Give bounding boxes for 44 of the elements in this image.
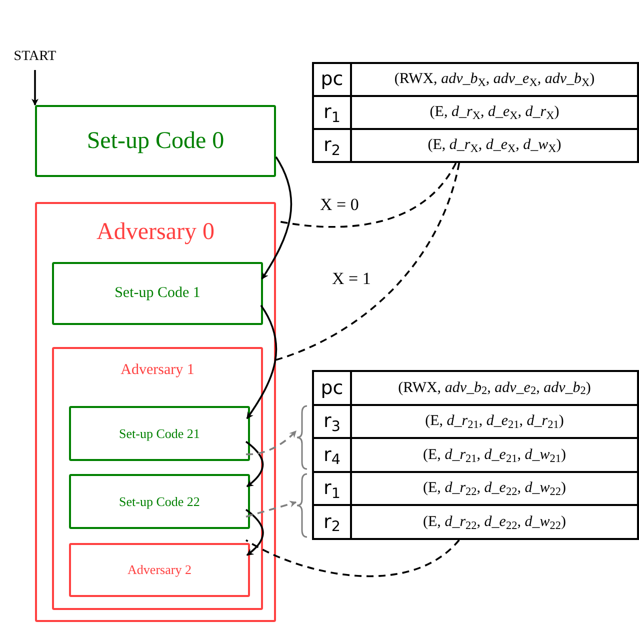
- permission-tuple-cell-text: (E, d_r$_{X}$, d_e$_{X}$, d_r$_{X}$): [428, 103, 560, 124]
- adversary-label: Adversary 2: [128, 561, 192, 580]
- register-name-cell: r$_{3}$: [314, 406, 352, 438]
- arrow: [246, 304, 278, 420]
- connector-line: [246, 539, 460, 578]
- register-name-cell: r$_{2}$: [314, 130, 352, 161]
- arrow: [32, 70, 38, 106]
- adversary-box: [52, 347, 263, 610]
- register-name-cell: r$_{1}$: [314, 97, 352, 128]
- permission-tuple-cell-text: (E, d_r$_{22}$, d_e$_{22}$, d_w$_{22}$): [422, 512, 567, 534]
- adversary-label: Adversary 0: [96, 218, 214, 247]
- permission-tuple-cell-text: (E, d_r$_{22}$, d_e$_{22}$, d_w$_{22}$): [422, 479, 567, 500]
- code-label: Set-up Code 21: [119, 424, 200, 443]
- register-name-cell: pc: [314, 64, 352, 95]
- adversary-box: [35, 202, 276, 622]
- setup-code-box: [69, 406, 250, 461]
- adversary-box: [69, 543, 250, 597]
- arrow: [245, 508, 264, 556]
- permission-tuple-cell-text: (RWX, adv_b$_{X}$, adv_e$_{X}$, adv_b$_{X}$): [393, 70, 596, 92]
- curly-brace: [296, 473, 308, 538]
- connector-line: [276, 162, 460, 361]
- register-name-cell: r$_{4}$: [314, 439, 352, 471]
- arrow: [261, 156, 292, 280]
- register-name-cell: pc: [314, 372, 352, 404]
- setup-code-box: [52, 262, 263, 325]
- permission-tuple-cell-text: (E, d_r$_{21}$, d_e$_{21}$, d_r$_{21}$): [424, 412, 565, 433]
- arrow: [245, 440, 264, 488]
- register-table: [312, 62, 639, 163]
- register-name-cell: r$_{2}$: [314, 506, 352, 538]
- code-label: Set-up Code 22: [119, 492, 200, 511]
- setup-code-box: [69, 474, 250, 529]
- arrow: [246, 430, 297, 456]
- adversary-label: Adversary 1: [120, 361, 194, 380]
- permission-tuple-cell-text: (E, d_r$_{X}$, d_e$_{X}$, d_w$_{X}$): [426, 136, 562, 158]
- register-table: [312, 370, 639, 540]
- register-name-cell: r$_{1}$: [314, 472, 352, 504]
- code-label: Set-up Code 1: [114, 284, 200, 304]
- curly-brace: [296, 405, 308, 470]
- code-label: Set-up Code 0: [86, 127, 224, 156]
- arrow: [246, 500, 297, 518]
- permission-tuple-cell-text: (E, d_r$_{21}$, d_e$_{21}$, d_w$_{21}$): [422, 446, 567, 467]
- permission-tuple-cell-text: (RWX, adv_b$_{2}$, adv_e$_{2}$, adv_b$_{2}$): [397, 378, 592, 400]
- setup-code-box: [35, 105, 276, 177]
- start-label: START: [4, 46, 66, 66]
